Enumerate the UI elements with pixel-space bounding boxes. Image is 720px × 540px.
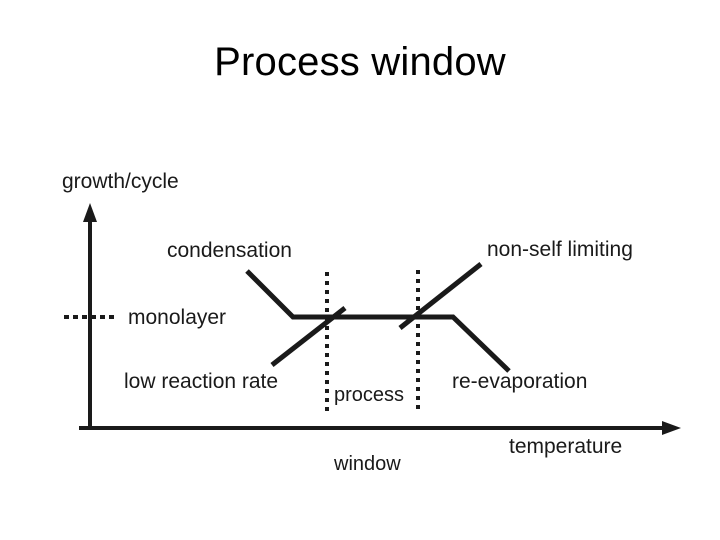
annotation-re-evaporation: re-evaporation: [452, 370, 588, 393]
annotation-non-self-limiting: non-self limiting: [487, 238, 633, 261]
annotation-process-window: process window: [334, 338, 404, 522]
page-title: Process window: [214, 40, 506, 84]
annotation-low-reaction-rate: low reaction rate: [124, 370, 279, 393]
process-window-label-line-2: window: [334, 453, 401, 475]
x-axis-label: temperature: [509, 435, 623, 458]
x-axis: [79, 421, 681, 435]
non-self-limiting-branch: [398, 262, 483, 330]
growth-per-cycle-curve: [245, 269, 511, 373]
y-axis-label: growth/cycle: [62, 170, 179, 193]
process-window-label-line-1: process: [334, 384, 405, 406]
y-axis-arrowhead: [83, 203, 97, 222]
low-reaction-rate-branch: [270, 306, 347, 367]
x-axis-arrowhead: [662, 421, 681, 435]
y-axis: [83, 203, 97, 428]
annotation-condensation: condensation: [167, 239, 292, 262]
annotation-monolayer: monolayer: [128, 306, 227, 329]
